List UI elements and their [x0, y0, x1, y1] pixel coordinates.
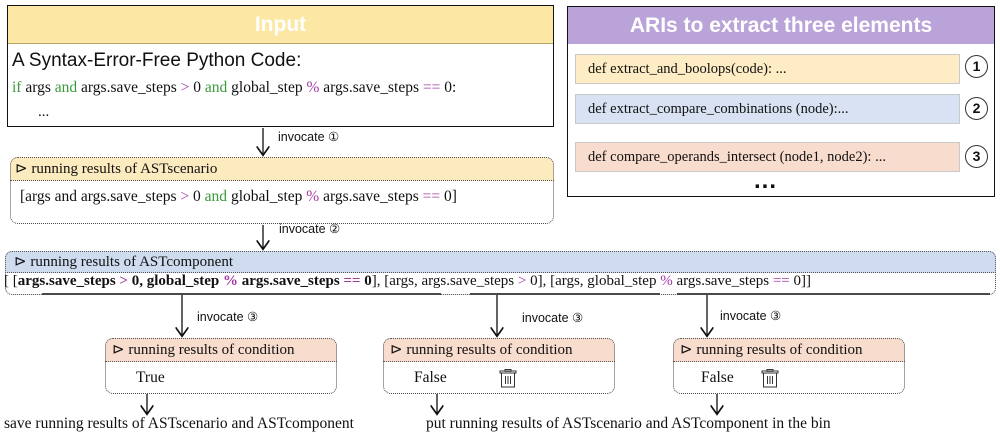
component-results-header: ⊳ running results of ASTcomponent	[5, 251, 996, 273]
condition-results-header: ⊳ running results of condition	[105, 338, 337, 362]
invocate-label-3c: invocate ③	[720, 309, 782, 323]
group-1-text: args.save_steps > 0, global_step % args.…	[18, 273, 372, 289]
trash-bin-icon	[761, 369, 779, 388]
code-token: 0	[189, 79, 205, 96]
input-subtitle: A Syntax-Error-Free Python Code:	[12, 50, 302, 71]
code-operator: ==	[422, 79, 441, 96]
condition-value: False	[414, 369, 447, 386]
condition-header-label: running results of condition	[128, 342, 295, 358]
code-keyword: if	[12, 79, 22, 96]
code-operator: ==	[772, 273, 790, 289]
code-token: 0], [args, global_step	[526, 273, 661, 289]
condition-value: True	[136, 369, 165, 386]
code-operator: ==	[422, 188, 441, 205]
code-token: ], [args, args.save_steps	[371, 273, 518, 289]
code-operator: >	[517, 273, 527, 289]
aris-title: ARIs to extract three elements	[568, 7, 994, 44]
ari-number-badge: 3	[965, 145, 988, 168]
discard-caption: put running results of ASTscenario and A…	[426, 415, 831, 432]
code-operator: ==	[343, 273, 361, 289]
code-token: 0	[360, 273, 372, 289]
code-operator: >	[180, 188, 190, 205]
component-results-content: [ [args.save_steps > 0, global_step % ar…	[4, 273, 811, 290]
invocate-label-1: invocate ①	[278, 130, 340, 144]
condition-results-box-3: ⊳ running results of condition False	[673, 338, 905, 394]
scenario-results-box: ⊳ running results of ASTscenario [args a…	[10, 157, 554, 224]
code-token: 0	[189, 188, 205, 205]
invocate-label-2: invocate ②	[279, 222, 341, 236]
code-keyword: and	[54, 79, 78, 96]
aris-more-ellipsis: ...	[754, 167, 778, 194]
component-header-label: running results of ASTcomponent	[30, 254, 234, 270]
code-token: args.save_steps	[238, 273, 344, 289]
code-operator: %	[306, 188, 320, 205]
code-operator: >	[180, 79, 190, 96]
code-token: [args and args.save_steps	[20, 188, 181, 205]
code-token: args.save_steps	[17, 273, 120, 289]
invocate-label-3a: invocate ③	[197, 310, 259, 324]
code-operator: %	[660, 273, 673, 289]
code-token: 0:	[440, 79, 457, 96]
condition-header-label: running results of condition	[696, 342, 863, 358]
code-keyword: and	[204, 79, 228, 96]
invocate-label-3b: invocate ③	[522, 311, 584, 325]
code-token: args.save_steps	[77, 79, 181, 96]
code-token: 0]]	[789, 273, 812, 289]
ari-number-badge: 2	[965, 97, 988, 120]
code-token: [ [	[4, 273, 18, 289]
condition-results-box-1: ⊳ running results of condition True	[105, 338, 337, 394]
code-token: 0, global_step	[127, 273, 223, 289]
triangle-marker-icon: ⊳	[680, 342, 693, 358]
code-token: global_step	[227, 79, 307, 96]
code-operator: %	[223, 273, 238, 289]
code-keyword: and	[204, 188, 228, 205]
scenario-results-header: ⊳ running results of ASTscenario	[10, 157, 554, 181]
triangle-marker-icon: ⊳	[112, 342, 125, 358]
input-title: Input	[8, 6, 553, 44]
input-code-line: if args and args.save_steps > 0 and glob…	[12, 79, 456, 97]
condition-results-header: ⊳ running results of condition	[383, 338, 615, 362]
condition-header-label: running results of condition	[406, 342, 573, 358]
code-token: args.save_steps	[672, 273, 773, 289]
scenario-header-label: running results of ASTscenario	[31, 161, 218, 177]
input-ellipsis: ...	[38, 104, 50, 120]
triangle-marker-icon: ⊳	[390, 342, 403, 358]
save-caption: save running results of ASTscenario and …	[4, 415, 354, 432]
triangle-marker-icon: ⊳	[14, 254, 27, 270]
ari-item-extract-compare-combinations: def extract_compare_combinations (node):…	[575, 94, 960, 124]
ari-item-compare-operands-intersect: def compare_operands_intersect (node1, n…	[575, 142, 960, 172]
condition-results-box-2: ⊳ running results of condition False	[383, 338, 615, 394]
trash-bin-icon	[499, 369, 517, 388]
ari-number-badge: 1	[965, 55, 988, 78]
triangle-marker-icon: ⊳	[15, 161, 28, 177]
code-operator: >	[119, 273, 128, 289]
code-operator: %	[306, 79, 320, 96]
code-token: args.save_steps	[319, 79, 423, 96]
condition-results-header: ⊳ running results of condition	[673, 338, 905, 362]
code-token: args	[21, 79, 55, 96]
code-token: 0]	[440, 188, 457, 205]
aris-panel: ARIs to extract three elements def extra…	[567, 6, 995, 197]
code-token: args.save_steps	[319, 188, 423, 205]
component-results-box: ⊳ running results of ASTcomponent	[5, 251, 996, 295]
condition-value: False	[701, 369, 734, 386]
input-panel: Input A Syntax-Error-Free Python Code: i…	[7, 5, 554, 127]
scenario-results-content: [args and args.save_steps > 0 and global…	[20, 188, 457, 206]
code-token: global_step	[227, 188, 307, 205]
ari-item-extract-and-boolops: def extract_and_boolops(code): ...	[575, 54, 960, 84]
